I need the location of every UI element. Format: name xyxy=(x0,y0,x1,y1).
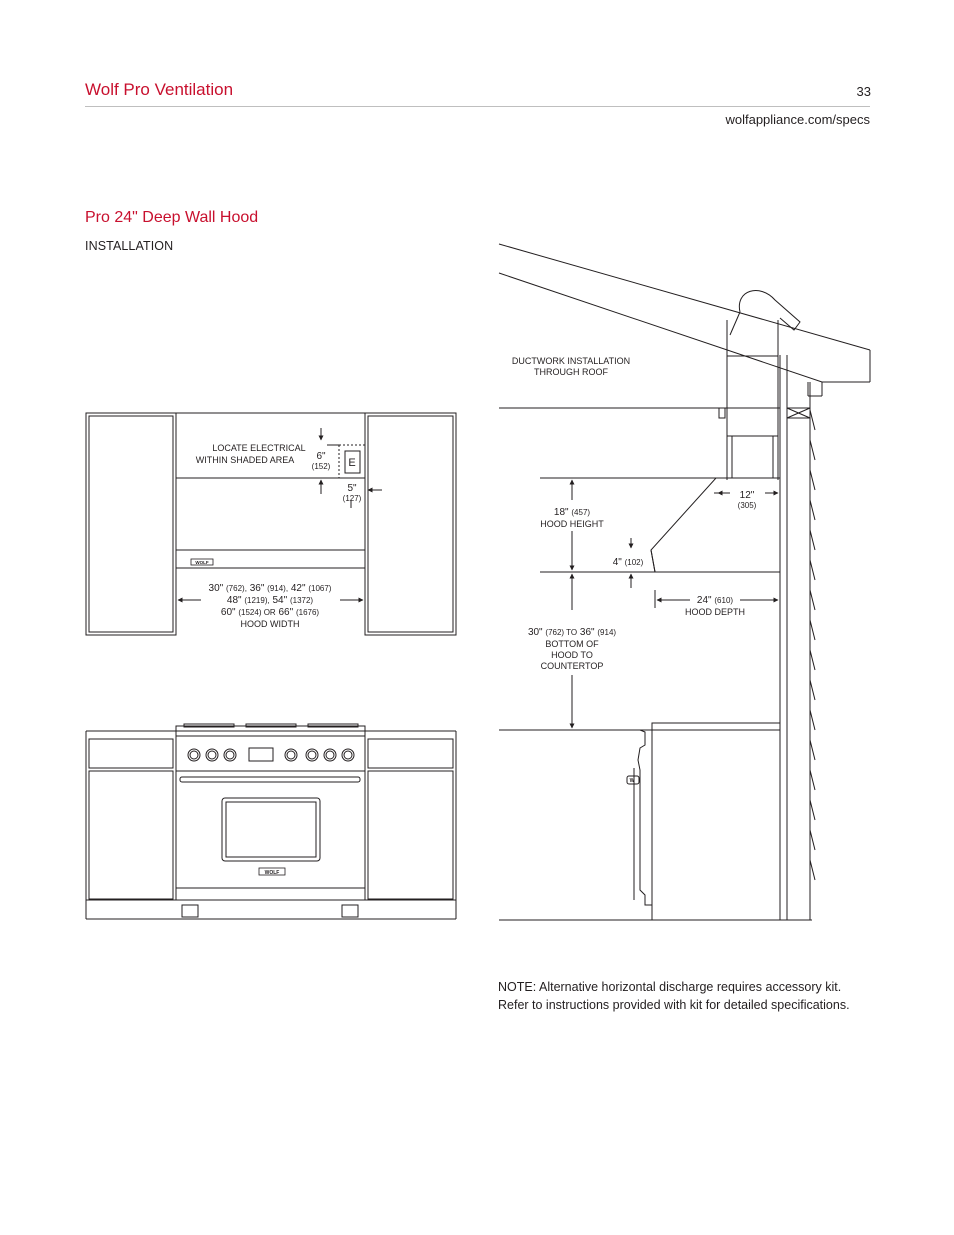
side-range-logo: W xyxy=(630,778,635,784)
svg-text:WOLF: WOLF xyxy=(195,560,208,565)
hood-width-line3: 60" (1524) OR 66" (1676) xyxy=(221,607,320,618)
range-logo-badge: WOLF xyxy=(258,867,286,876)
header-rule xyxy=(85,106,870,107)
hood-to-label: HOOD TO xyxy=(551,650,593,660)
front-view-range-diagram xyxy=(85,723,457,920)
front-dimension-arrows xyxy=(177,428,382,603)
hood-width-line2: 48" (1219), 54" (1372) xyxy=(227,595,314,606)
ductwork-label-line1: DUCTWORK INSTALLATION xyxy=(512,356,630,366)
front-view-hood-diagram xyxy=(85,412,457,636)
dim-24: 24" (610) xyxy=(697,595,733,606)
dim-12-in: 12" xyxy=(740,490,755,501)
bottom-of-label: BOTTOM OF xyxy=(545,639,599,649)
dim-18: 18" (457) xyxy=(554,507,590,518)
dim-12-mm: (305) xyxy=(738,501,757,510)
dim-5-in: 5" xyxy=(347,483,357,494)
countertop-label: COUNTERTOP xyxy=(541,661,604,671)
side-view-diagram xyxy=(498,243,871,921)
page-header-title: Wolf Pro Ventilation xyxy=(85,80,234,99)
dim-6-in: 6" xyxy=(316,451,326,462)
section-title: Pro 24" Deep Wall Hood xyxy=(85,209,259,226)
hood-height-label: HOOD HEIGHT xyxy=(540,519,604,529)
installation-note: NOTE: Alternative horizontal discharge r… xyxy=(498,978,898,1014)
dim-6-mm: (152) xyxy=(312,462,331,471)
dim-4: 4" (102) xyxy=(613,557,644,568)
dim-30-36: 30" (762) TO 36" (914) xyxy=(528,627,616,638)
electrical-box-label: E xyxy=(348,457,355,469)
section-subtitle: INSTALLATION xyxy=(85,239,174,253)
hood-logo-badge: WOLF xyxy=(190,558,214,566)
page-number: 33 xyxy=(856,84,871,99)
hood-width-line1: 30" (762), 36" (914), 42" (1067) xyxy=(209,583,332,594)
hood-width-label: HOOD WIDTH xyxy=(241,619,300,629)
locate-electrical-line2: WITHIN SHADED AREA xyxy=(196,455,295,465)
hood-depth-label: HOOD DEPTH xyxy=(685,607,745,617)
side-dimension-arrows xyxy=(540,477,779,729)
note-line2: Refer to instructions provided with kit … xyxy=(498,998,850,1012)
note-line1: NOTE: Alternative horizontal discharge r… xyxy=(498,980,842,994)
ductwork-label-line2: THROUGH ROOF xyxy=(534,367,608,377)
locate-electrical-line1: LOCATE ELECTRICAL xyxy=(212,443,305,453)
svg-text:WOLF: WOLF xyxy=(265,870,280,876)
specs-url: wolfappliance.com/specs xyxy=(725,112,870,127)
dim-5-mm: (127) xyxy=(343,494,362,503)
